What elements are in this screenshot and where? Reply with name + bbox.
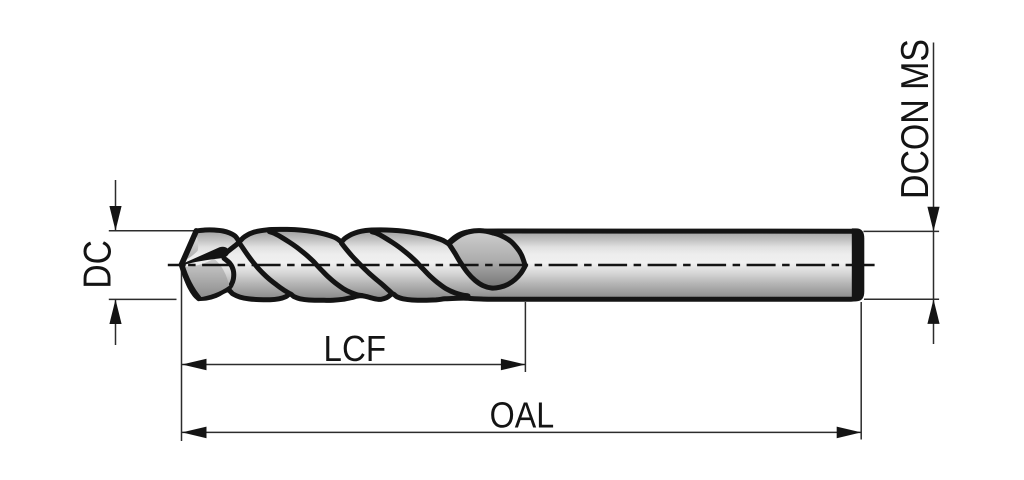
svg-text:DCON MS: DCON MS <box>894 39 937 199</box>
svg-text:OAL: OAL <box>490 395 555 436</box>
svg-text:DC: DC <box>77 240 120 289</box>
svg-text:LCF: LCF <box>324 328 387 369</box>
